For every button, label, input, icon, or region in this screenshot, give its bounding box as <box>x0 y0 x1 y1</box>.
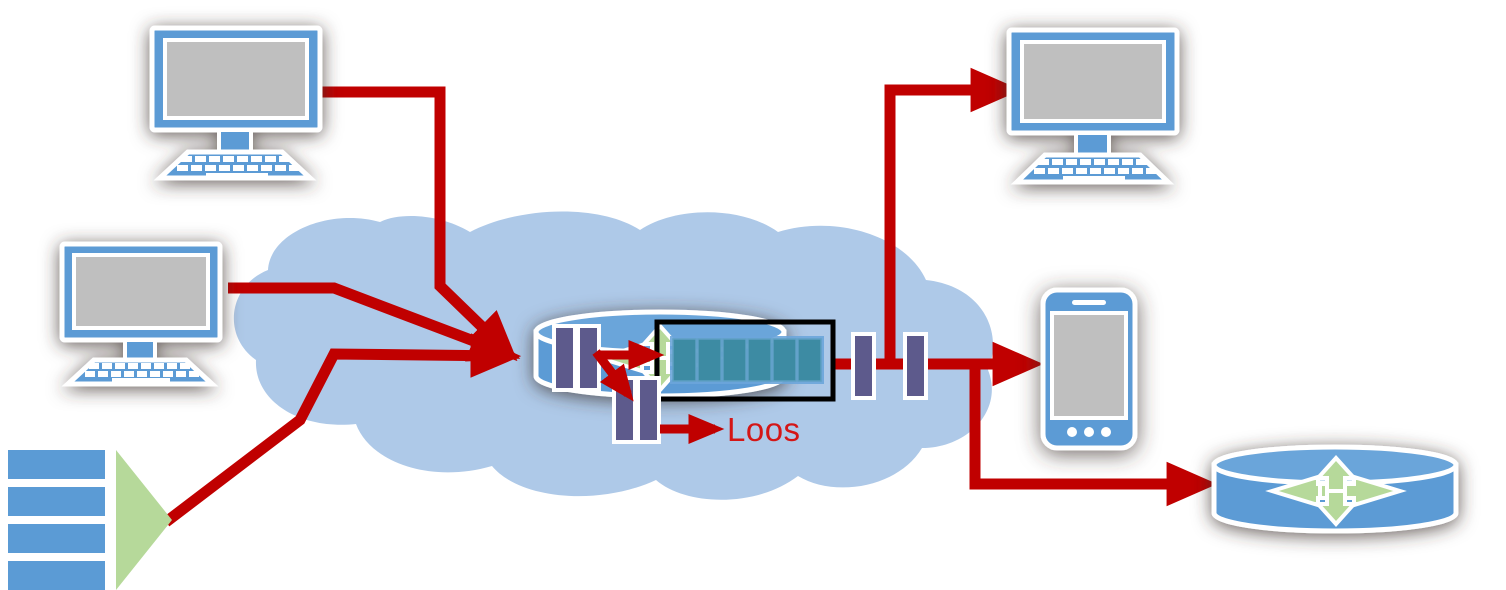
list-item <box>8 450 105 479</box>
rack-pair-lower[interactable] <box>612 376 661 444</box>
phone-speaker-icon <box>1072 300 1106 305</box>
link-topleft-to-server <box>322 86 518 362</box>
database-cylinder-bottom-right[interactable] <box>1211 444 1459 534</box>
desktop-computer-mid-left[interactable] <box>59 241 223 387</box>
document-stack-bottom-left[interactable] <box>8 450 105 590</box>
green-play-triangle[interactable] <box>116 450 172 590</box>
connection-links <box>162 67 1218 527</box>
link-triangle-to-server <box>162 333 522 527</box>
list-item <box>8 524 105 553</box>
smartphone-right[interactable] <box>1040 287 1138 451</box>
loos-label: Loos <box>727 411 801 448</box>
link-server-to-database <box>969 366 1218 507</box>
rack-pair-left[interactable] <box>552 324 601 392</box>
rack-pair-right-a[interactable] <box>851 332 876 400</box>
link-server-to-topright <box>884 67 1022 362</box>
list-item <box>8 487 105 516</box>
list-item <box>8 561 105 590</box>
phone-home-dots-icon <box>1067 427 1111 437</box>
desktop-computer-top-right[interactable] <box>1006 27 1180 185</box>
link-internal-rack-down <box>592 349 634 402</box>
data-block-row[interactable] <box>670 336 824 384</box>
rack-pair-right-b[interactable] <box>903 332 928 400</box>
four-way-arrow-icon <box>1265 455 1407 527</box>
link-midleft-to-server <box>228 282 521 362</box>
desktop-computer-top-left[interactable] <box>149 25 323 181</box>
